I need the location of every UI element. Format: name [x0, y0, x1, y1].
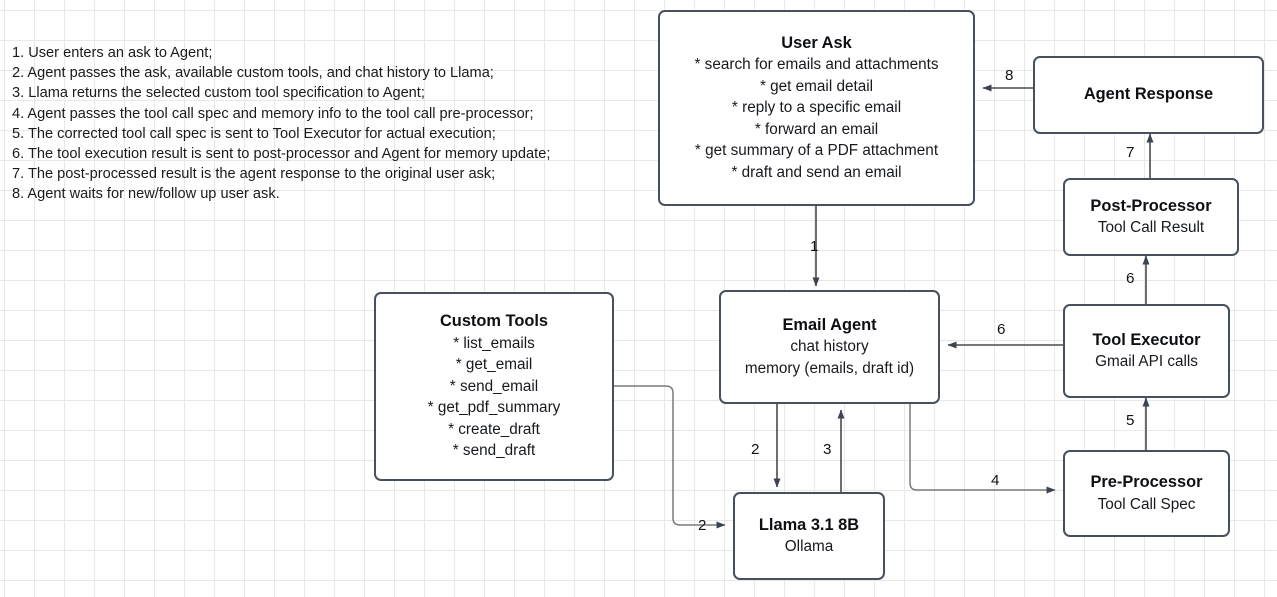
node-pre-processor-subtitle: Tool Call Spec: [1097, 495, 1196, 513]
node-user-ask-items: * search for emails and attachments * ge…: [694, 56, 939, 181]
node-agent-response[interactable]: Agent Response: [1033, 56, 1264, 134]
node-user-ask[interactable]: User Ask * search for emails and attachm…: [658, 10, 975, 206]
edge-label-7: 7: [1126, 144, 1135, 161]
node-post-processor[interactable]: Post-Processor Tool Call Result: [1063, 178, 1239, 256]
edge-label-2-tools-llama: 2: [698, 517, 707, 534]
node-llama-title: Llama 3.1 8B: [758, 515, 860, 534]
edge-label-6-executor-post: 6: [1126, 270, 1135, 287]
edge-label-8: 8: [1005, 67, 1014, 84]
node-tool-executor[interactable]: Tool Executor Gmail API calls: [1063, 304, 1230, 398]
edge-label-5: 5: [1126, 412, 1135, 429]
edge-label-6-executor-agent: 6: [997, 321, 1006, 338]
node-custom-tools-title: Custom Tools: [439, 312, 549, 331]
node-email-agent-title: Email Agent: [782, 315, 877, 334]
node-pre-processor-title: Pre-Processor: [1090, 473, 1203, 491]
edge-label-2-agent-llama: 2: [751, 441, 760, 458]
node-llama-subtitle: Ollama: [784, 538, 834, 555]
node-user-ask-title: User Ask: [781, 33, 852, 52]
node-email-agent[interactable]: Email Agent chat history memory (emails,…: [719, 290, 940, 404]
node-email-agent-subtitle: chat history memory (emails, draft id): [744, 338, 915, 377]
edge-custom-tools-to-llama: [614, 385, 726, 529]
edge-label-3: 3: [823, 441, 832, 458]
edge-label-4: 4: [991, 472, 1000, 489]
node-agent-response-title: Agent Response: [1083, 85, 1214, 104]
numbered-flow-legend: 1. User enters an ask to Agent; 2. Agent…: [12, 45, 551, 203]
node-tool-executor-title: Tool Executor: [1092, 330, 1201, 349]
node-llama[interactable]: Llama 3.1 8B Ollama: [733, 492, 885, 580]
node-custom-tools-items: * list_emails * get_email * send_email *…: [427, 334, 561, 460]
node-custom-tools[interactable]: Custom Tools * list_emails * get_email *…: [374, 292, 614, 481]
edge-email-agent-to-pre-processor: [909, 404, 1056, 494]
edge-label-1: 1: [810, 238, 819, 255]
node-pre-processor[interactable]: Pre-Processor Tool Call Spec: [1063, 450, 1230, 537]
node-post-processor-title: Post-Processor: [1090, 196, 1212, 215]
node-post-processor-subtitle: Tool Call Result: [1097, 219, 1205, 236]
node-tool-executor-subtitle: Gmail API calls: [1095, 353, 1198, 370]
